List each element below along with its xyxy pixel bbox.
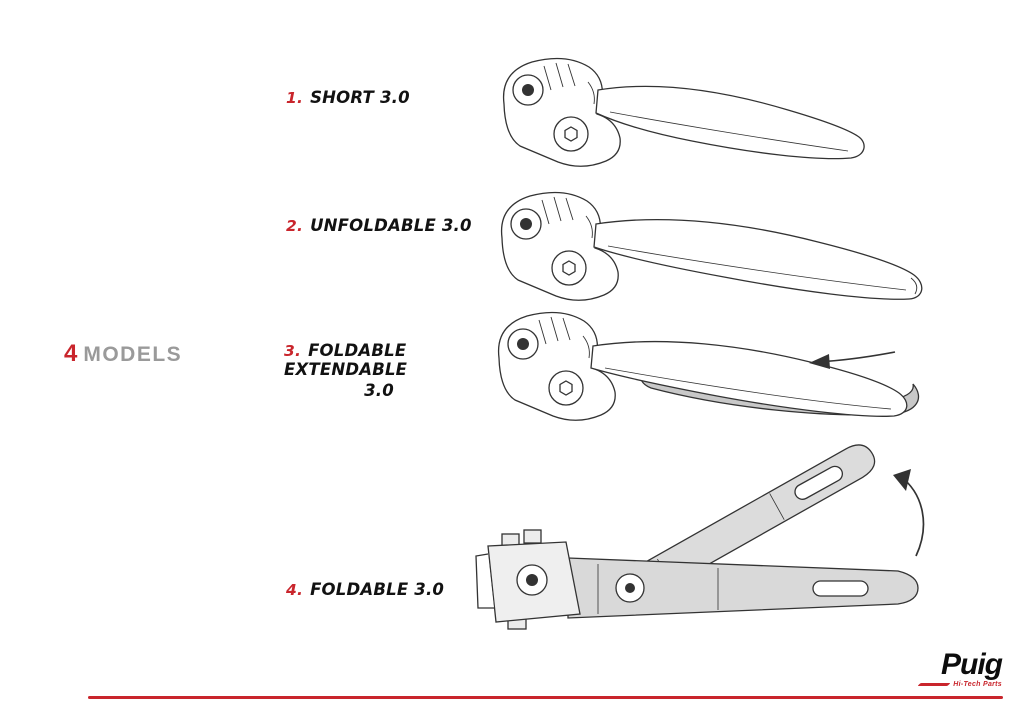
fold-arrow-icon — [893, 469, 925, 557]
clamp-assembly — [475, 529, 581, 630]
model-4-label: 4. FOLDABLE 3.0 — [286, 580, 444, 599]
lever-foldable-illustration — [475, 444, 925, 630]
model-2-label: 2. UNFOLDABLE 3.0 — [286, 216, 472, 235]
model-3-number: 3. — [284, 342, 302, 360]
brand-name: Puig — [941, 648, 1003, 681]
model-2-name: UNFOLDABLE 3.0 — [310, 216, 472, 235]
model-3-label: 3.FOLDABLE EXTENDABLE 3.0 — [284, 341, 474, 400]
logo-swoosh — [917, 683, 951, 686]
footer-divider — [88, 696, 1003, 699]
lever-foldable-lineart — [475, 444, 925, 630]
models-count: 4 — [64, 340, 78, 367]
model-1-label: 1. SHORT 3.0 — [286, 88, 410, 107]
models-word: MODELS — [83, 343, 183, 366]
lever-foldable-extendable-lineart — [497, 311, 919, 421]
lever-short-illustration — [502, 57, 865, 167]
model-2-number: 2. — [286, 217, 304, 235]
model-3-name-line2: 3.0 — [364, 381, 394, 400]
model-1-name: SHORT 3.0 — [310, 88, 410, 107]
lever-unfoldable-illustration — [500, 191, 923, 301]
puig-logo: Puig Hi-Tech Parts — [892, 648, 1003, 688]
lever-foldable-extendable-illustration — [497, 311, 919, 421]
model-3-name: FOLDABLE EXTENDABLE — [284, 341, 408, 379]
model-1-number: 1. — [286, 89, 304, 107]
extend-arrow-icon — [809, 351, 896, 369]
lever-unfoldable-lineart — [500, 191, 923, 301]
brand-tagline: Hi-Tech Parts — [953, 681, 1002, 688]
model-4-number: 4. — [286, 581, 304, 599]
model-4-name: FOLDABLE 3.0 — [310, 580, 445, 599]
lever-short-lineart — [502, 57, 865, 167]
